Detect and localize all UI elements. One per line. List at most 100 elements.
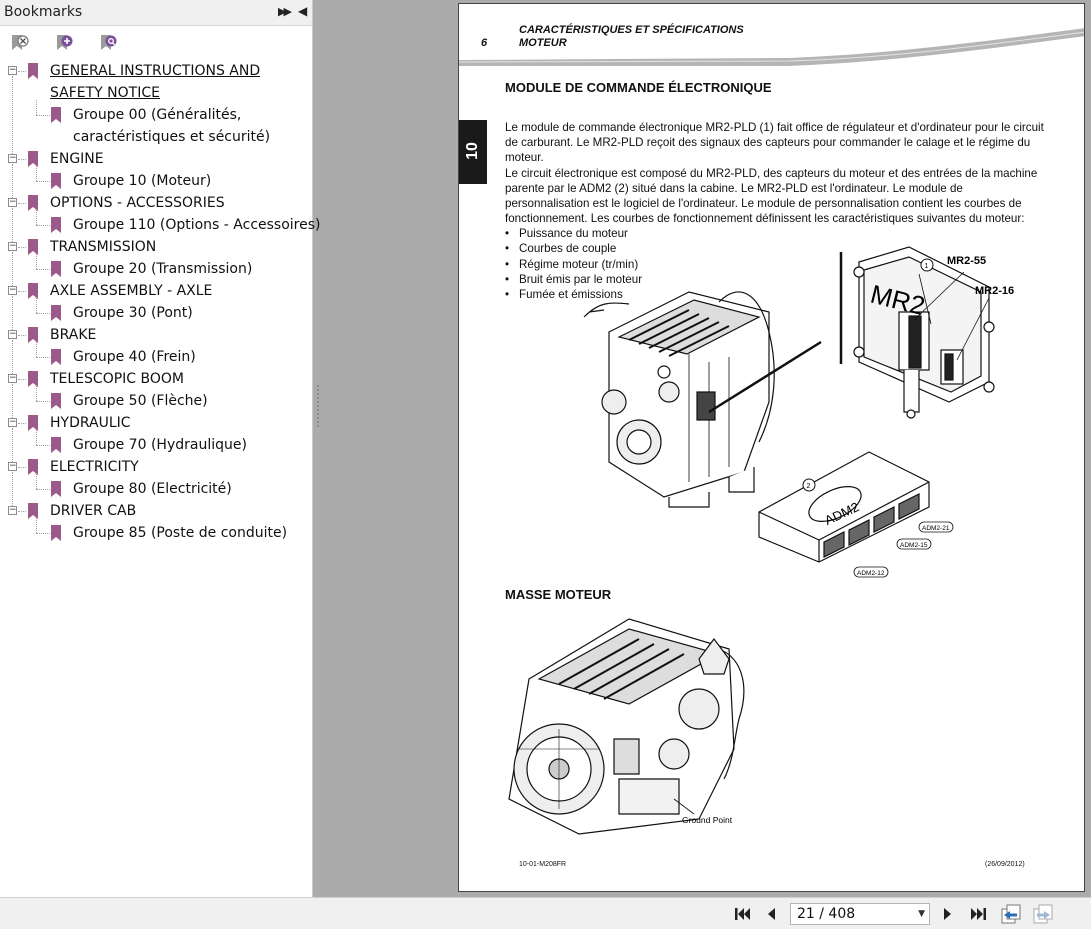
footer-date: (26/09/2012)	[985, 861, 1025, 868]
delete-bookmark-icon[interactable]	[9, 33, 29, 53]
tree-connector	[36, 225, 50, 226]
bookmark-flag-icon	[51, 217, 61, 233]
bookmark-item-label[interactable]: TRANSMISSION	[50, 239, 157, 255]
tree-connector	[36, 357, 50, 358]
bookmark-item-label[interactable]: BRAKE	[50, 327, 97, 343]
bookmark-flag-icon	[51, 525, 61, 541]
paragraph-1: Le module de commande électronique MR2-P…	[505, 121, 1044, 164]
find-bookmark-icon[interactable]	[98, 33, 118, 53]
bookmark-child-label[interactable]: Groupe 80 (Electricité)	[73, 481, 232, 497]
bookmark-item-label[interactable]: ENGINE	[50, 151, 104, 167]
bookmark-flag-icon	[51, 349, 61, 365]
bookmark-flag-icon	[51, 481, 61, 497]
bookmark-flag-icon	[51, 437, 61, 453]
first-page-icon[interactable]	[733, 905, 751, 923]
ground-point-illustration: Ground Point	[508, 618, 745, 835]
previous-page-icon[interactable]	[764, 905, 778, 923]
tree-connector	[18, 71, 26, 72]
collapse-toggle-icon[interactable]: −	[8, 505, 17, 515]
adm2-21-label: ADM2-21	[922, 525, 950, 532]
collapse-toggle-icon[interactable]: −	[8, 285, 17, 295]
characteristic-item: Fumée et émissions	[505, 287, 642, 302]
tree-connector	[12, 76, 13, 154]
bookmark-flag-icon	[28, 327, 38, 343]
paragraph-2: Le circuit électronique est composé du M…	[505, 167, 1038, 225]
bookmark-flag-icon	[51, 261, 61, 277]
bookmark-child-label[interactable]: Groupe 40 (Frein)	[73, 349, 196, 365]
collapse-toggle-icon[interactable]: −	[8, 373, 17, 383]
collapse-toggle-icon[interactable]: −	[8, 241, 17, 251]
previous-view-icon[interactable]	[1000, 903, 1022, 925]
bookmark-item-label[interactable]: TELESCOPIC BOOM	[50, 371, 184, 387]
section-title-ecm: MODULE DE COMMANDE ÉLECTRONIQUE	[505, 80, 772, 95]
characteristics-list: Puissance du moteurCourbes de coupleRégi…	[505, 226, 642, 302]
bookmark-child-label[interactable]: Groupe 50 (Flèche)	[73, 393, 208, 409]
section-title-ground: MASSE MOTEUR	[505, 587, 612, 602]
tree-connector	[18, 467, 26, 468]
bookmark-flag-icon	[28, 283, 38, 299]
bookmark-flag-icon	[51, 107, 61, 123]
new-bookmark-icon[interactable]	[54, 33, 74, 53]
bookmark-item-label[interactable]: GENERAL INSTRUCTIONS AND	[50, 63, 261, 79]
page-number: 6	[481, 37, 488, 49]
header-subtitle: MOTEUR	[519, 37, 567, 49]
tree-connector	[36, 533, 50, 534]
adm2-15-label: ADM2-15	[900, 542, 928, 549]
bookmark-child-label[interactable]: caractéristiques et sécurité)	[73, 129, 271, 145]
bookmark-item-label[interactable]: ELECTRICITY	[50, 459, 139, 475]
chevron-down-icon[interactable]: ▼	[918, 909, 925, 919]
adm2-module-drawing	[758, 451, 930, 563]
tree-connector	[36, 313, 50, 314]
characteristic-item: Régime moteur (tr/min)	[505, 257, 642, 272]
bookmarks-panel: Bookmarks ▶▶ ◀ −GENERAL INSTRUCTIONS AND…	[0, 0, 321, 897]
bookmark-child-label[interactable]: Groupe 10 (Moteur)	[73, 173, 212, 189]
bookmark-item-label[interactable]: AXLE ASSEMBLY - AXLE	[50, 283, 213, 299]
bookmark-item-label[interactable]: SAFETY NOTICE	[50, 85, 160, 101]
bookmark-child-label[interactable]: Groupe 20 (Transmission)	[73, 261, 253, 277]
bookmark-child-label[interactable]: Groupe 110 (Options - Accessoires)	[73, 217, 321, 233]
bookmark-child-label[interactable]: Groupe 00 (Généralités,	[73, 107, 242, 123]
collapse-panel-icon[interactable]: ◀	[298, 4, 308, 18]
tree-connector	[18, 159, 26, 160]
footer-reference: 10-01-M208FR	[519, 861, 567, 868]
characteristic-item: Bruit émis par le moteur	[505, 272, 642, 287]
mr2-16-label: MR2-16	[975, 285, 1014, 297]
tree-connector	[18, 423, 26, 424]
collapse-toggle-icon[interactable]: −	[8, 329, 17, 339]
tree-connector	[36, 298, 37, 313]
bookmark-flag-icon	[28, 239, 38, 255]
bookmark-item-label[interactable]: OPTIONS - ACCESSORIES	[50, 195, 225, 211]
last-page-icon[interactable]	[970, 905, 988, 923]
panel-splitter[interactable]	[316, 385, 320, 431]
bookmark-item-label[interactable]: HYDRAULIC	[50, 415, 131, 431]
next-view-icon[interactable]	[1032, 903, 1054, 925]
callout-2: 2	[807, 483, 811, 490]
collapse-toggle-icon[interactable]: −	[8, 65, 17, 75]
bookmark-flag-icon	[28, 195, 38, 211]
bookmark-child-label[interactable]: Groupe 30 (Pont)	[73, 305, 193, 321]
mr2-55-label: MR2-55	[947, 255, 986, 267]
header-swoosh	[459, 28, 1084, 66]
tree-connector	[12, 252, 13, 286]
page-number-select[interactable]: 21 / 408 ▼	[790, 903, 930, 925]
navigation-bar: 21 / 408 ▼	[0, 897, 1091, 929]
tree-connector	[18, 291, 26, 292]
bookmark-item-label[interactable]: DRIVER CAB	[50, 503, 137, 519]
expand-panel-icon[interactable]: ▶▶	[278, 5, 292, 18]
bookmark-flag-icon	[28, 415, 38, 431]
bookmark-child-label[interactable]: Groupe 70 (Hydraulique)	[73, 437, 247, 453]
collapse-toggle-icon[interactable]: −	[8, 197, 17, 207]
collapse-toggle-icon[interactable]: −	[8, 153, 17, 163]
bookmark-child-label[interactable]: Groupe 85 (Poste de conduite)	[73, 525, 288, 541]
bookmark-flag-icon	[51, 173, 61, 189]
characteristic-item: Puissance du moteur	[505, 226, 642, 241]
callout-1: 1	[925, 263, 929, 270]
bookmark-flag-icon	[51, 393, 61, 409]
tree-connector	[18, 511, 26, 512]
header-title: CARACTÉRISTIQUES ET SPÉCIFICATIONS	[519, 24, 744, 36]
next-page-icon[interactable]	[941, 905, 955, 923]
tree-connector	[12, 296, 13, 330]
collapse-toggle-icon[interactable]: −	[8, 417, 17, 427]
tree-connector	[12, 428, 13, 462]
collapse-toggle-icon[interactable]: −	[8, 461, 17, 471]
